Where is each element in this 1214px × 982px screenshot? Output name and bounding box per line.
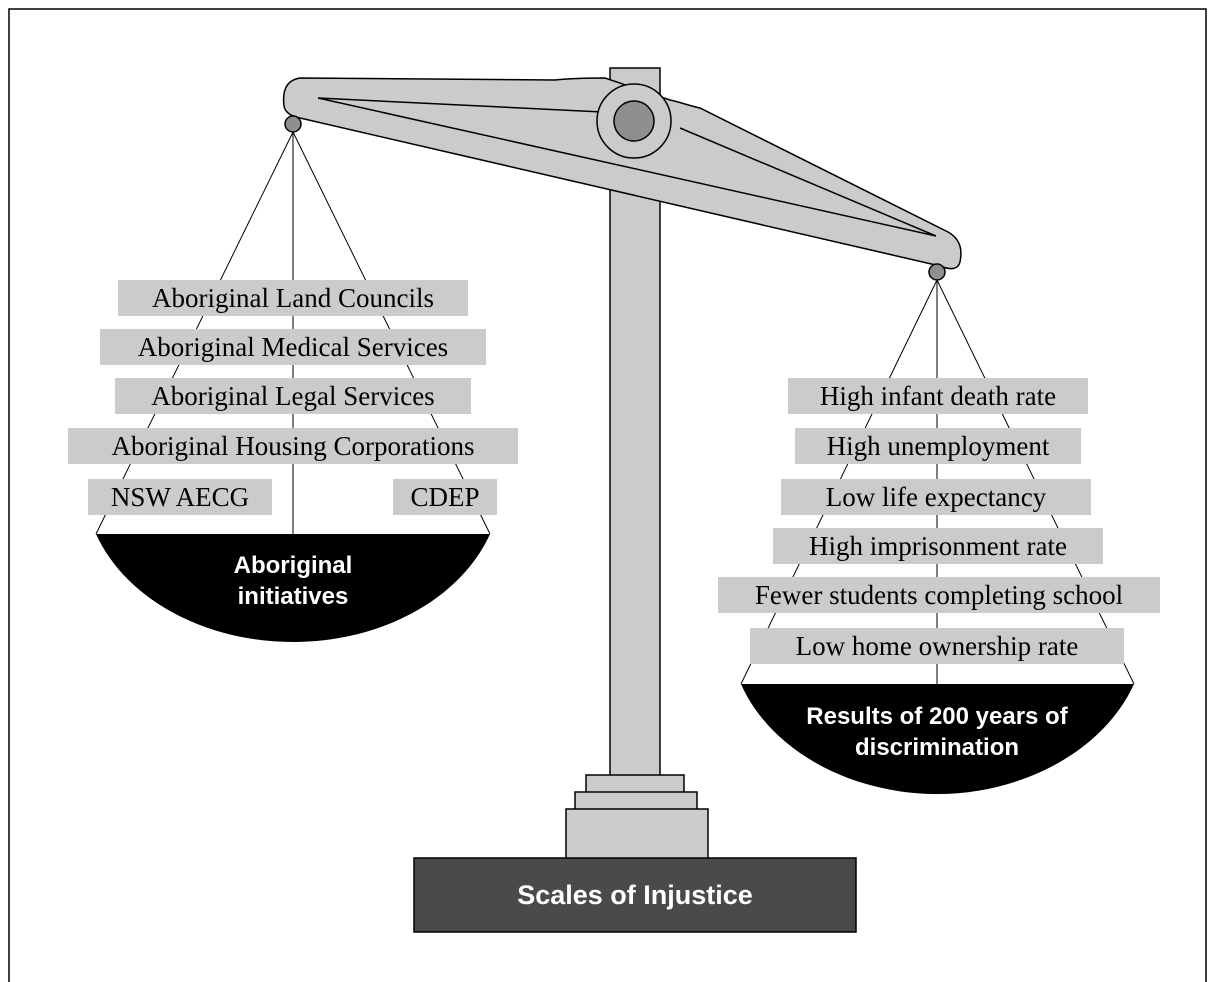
left-hanger-knob [284, 115, 302, 133]
pedestal-step-bottom [565, 808, 709, 860]
left-item-cdep: CDEP [393, 479, 497, 515]
right-item-unemployment: High unemployment [795, 428, 1081, 464]
base-block [413, 857, 857, 933]
frame-border [8, 8, 1207, 982]
left-item-nsw-aecg: NSW AECG [88, 479, 272, 515]
left-item-housing-corporations: Aboriginal Housing Corporations [68, 428, 518, 464]
left-pan [96, 534, 490, 642]
pedestal-step-top [585, 774, 685, 794]
left-item-medical-services: Aboriginal Medical Services [100, 329, 486, 365]
right-item-life-expectancy: Low life expectancy [781, 479, 1091, 515]
left-pan-caption: Aboriginal initiatives [233, 552, 353, 610]
base-label: Scales of Injustice [517, 880, 753, 910]
right-item-students-completing-school: Fewer students completing school [718, 577, 1160, 613]
right-pan-caption: Results of 200 years of discrimination [806, 703, 1068, 761]
right-item-imprisonment-rate: High imprisonment rate [773, 528, 1103, 564]
right-item-home-ownership: Low home ownership rate [750, 628, 1124, 664]
right-pan [741, 684, 1134, 794]
right-item-infant-death-rate: High infant death rate [788, 378, 1088, 414]
left-item-land-councils: Aboriginal Land Councils [118, 280, 468, 316]
balance-beam [282, 77, 962, 270]
right-hanger-knob [928, 263, 946, 281]
beam-inner-outline [317, 97, 937, 237]
pedestal-step-middle [574, 791, 698, 811]
pivot-hub [613, 100, 655, 142]
left-item-legal-services: Aboriginal Legal Services [115, 378, 471, 414]
